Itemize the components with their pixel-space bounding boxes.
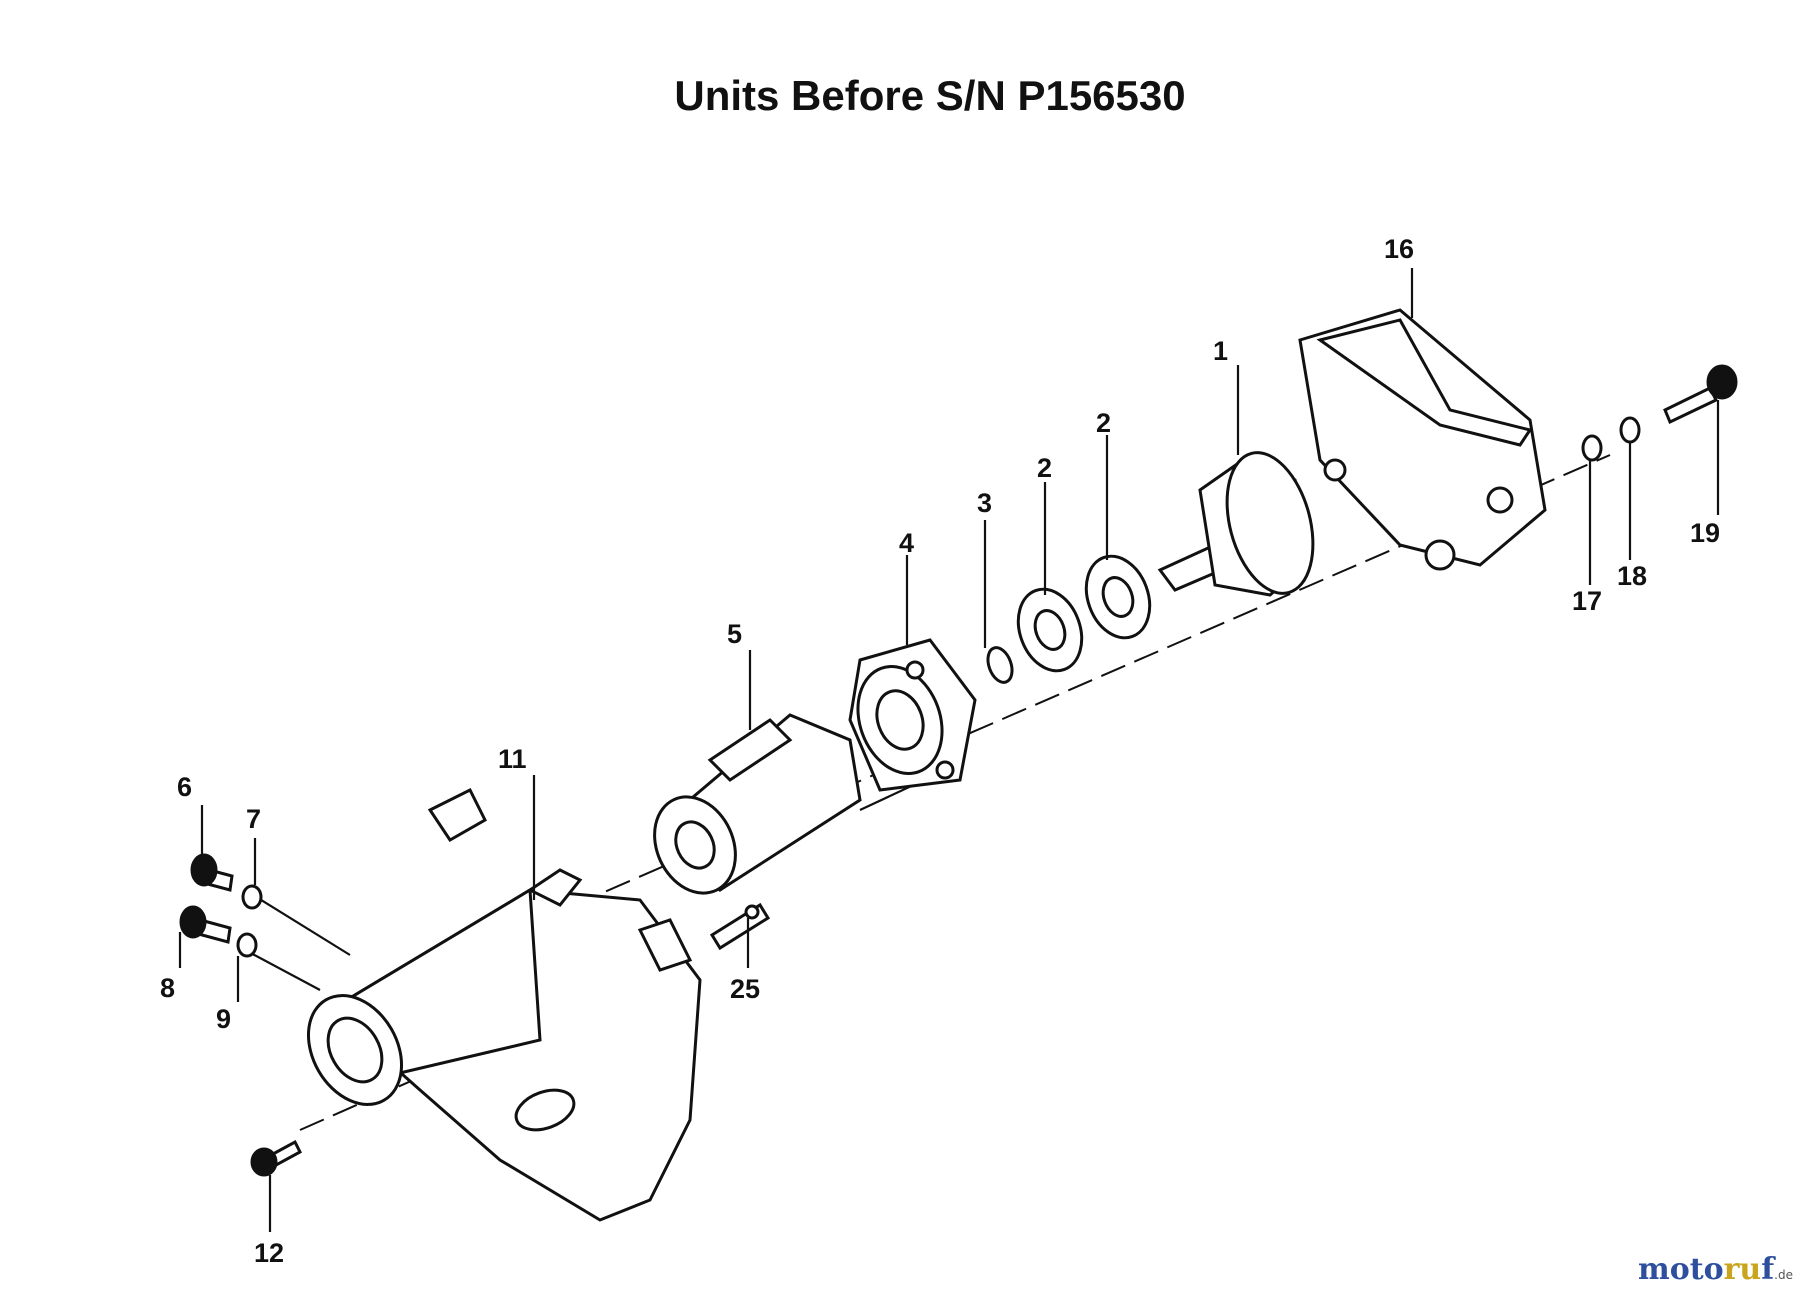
callout-2b: 2 — [1096, 408, 1111, 438]
part-8-screw — [179, 905, 232, 944]
part-5-bushing — [653, 713, 862, 895]
part-7-washer — [241, 884, 263, 910]
part-19-bolt — [1663, 364, 1738, 425]
callout-18: 18 — [1617, 561, 1647, 591]
part-17-washer — [1581, 434, 1603, 462]
callout-leader-lines — [178, 268, 1720, 1232]
callout-12: 12 — [254, 1238, 284, 1268]
part-4-flange — [848, 638, 977, 792]
part-9-washer — [236, 932, 258, 958]
callout-11: 11 — [498, 744, 527, 774]
callout-25: 25 — [730, 974, 760, 1004]
callout-2a: 2 — [1037, 453, 1052, 483]
callout-7: 7 — [246, 804, 261, 834]
watermark-tld: .de — [1774, 1268, 1793, 1282]
part-18-washer — [1619, 416, 1641, 444]
callout-9: 9 — [216, 1004, 231, 1034]
watermark-part-2: ru — [1723, 1252, 1762, 1287]
part-11-gear-case — [306, 787, 702, 1222]
part-1-clutch-drum — [1157, 451, 1315, 597]
callout-labels: 16 1 2 2 3 4 5 11 6 7 8 9 25 12 17 18 19 — [160, 234, 1720, 1268]
part-25-clip — [709, 902, 771, 951]
watermark-logo: motoruf.de — [1638, 1252, 1793, 1287]
callout-4: 4 — [899, 528, 914, 558]
callout-19: 19 — [1690, 518, 1720, 548]
callout-3: 3 — [977, 488, 992, 518]
part-12-screw — [250, 1139, 302, 1177]
watermark-part-3: f — [1761, 1252, 1775, 1287]
callout-16: 16 — [1384, 234, 1414, 264]
callout-1: 1 — [1213, 336, 1228, 366]
callout-17: 17 — [1572, 586, 1602, 616]
part-2-bearing-a — [1016, 587, 1084, 673]
part-6-screw — [190, 853, 234, 892]
callout-8: 8 — [160, 973, 175, 1003]
callout-5: 5 — [727, 619, 742, 649]
part-3-snap-ring — [986, 646, 1014, 684]
part-16-clutch-cover — [1298, 308, 1547, 571]
watermark-part-1: moto — [1638, 1252, 1724, 1287]
part-2-bearing-b — [1084, 554, 1152, 640]
diagram-title: Units Before S/N P156530 — [674, 72, 1186, 119]
callout-6: 6 — [177, 772, 192, 802]
